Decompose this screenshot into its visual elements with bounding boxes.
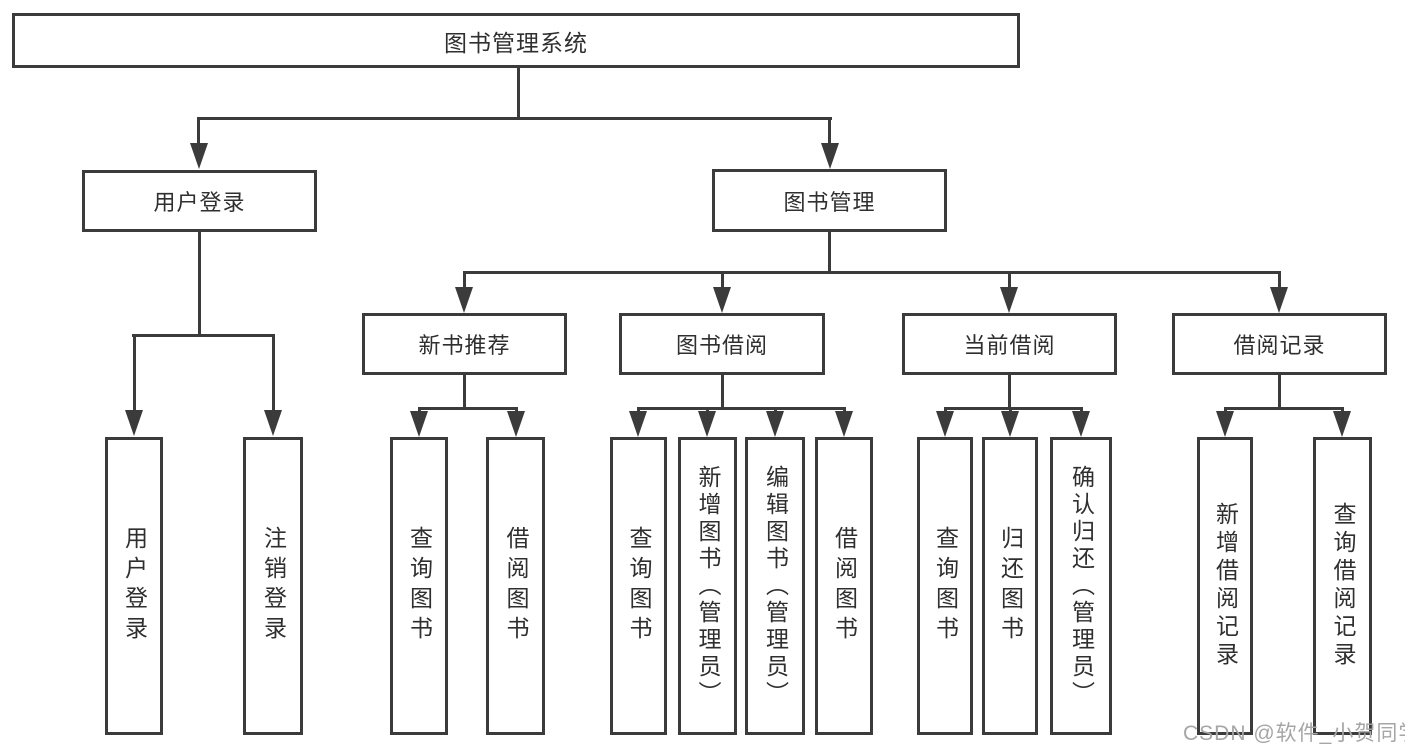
- connector-line: [418, 407, 421, 413]
- connector-line: [198, 230, 201, 336]
- arrow-down-icon: [190, 143, 208, 169]
- node-book-management: 图书管理: [712, 169, 947, 232]
- connector-line: [1278, 271, 1281, 289]
- arrow-down-icon: [1270, 287, 1288, 313]
- arrow-down-icon: [821, 143, 839, 169]
- node-new-book-recommend: 新书推荐: [362, 313, 567, 375]
- arrow-down-icon: [835, 411, 853, 437]
- connector-line: [463, 373, 466, 409]
- connector-line: [1278, 373, 1281, 409]
- connector-line: [721, 271, 724, 289]
- connector-line: [637, 407, 845, 410]
- node-leaf-br-query-record: 查询借阅记录: [1313, 437, 1372, 735]
- connector-line: [828, 230, 831, 273]
- connector-line: [197, 117, 200, 145]
- connector-line: [1008, 373, 1011, 409]
- connector-line: [1224, 407, 1344, 410]
- connector-line: [198, 117, 832, 120]
- arrow-down-icon: [713, 287, 731, 313]
- arrow-down-icon: [629, 411, 647, 437]
- node-leaf-logout: 注销登录: [243, 437, 303, 735]
- node-book-borrow: 图书借阅: [619, 313, 825, 375]
- connector-line: [133, 334, 136, 412]
- arrow-down-icon: [936, 411, 954, 437]
- arrow-down-icon: [125, 410, 143, 436]
- arrow-down-icon: [507, 411, 525, 437]
- arrow-down-icon: [264, 410, 282, 436]
- node-leaf-cb-return-books: 归还图书: [982, 437, 1038, 735]
- connector-line: [272, 334, 275, 412]
- connector-line: [944, 407, 1082, 410]
- arrow-down-icon: [1001, 411, 1019, 437]
- node-leaf-nb-query-books: 查询图书: [390, 437, 448, 735]
- node-leaf-cb-confirm-return-admin: 确认归还（管理员）: [1050, 437, 1112, 735]
- node-leaf-bb-query-books: 查询图书: [610, 437, 667, 735]
- node-current-borrow: 当前借阅: [902, 313, 1117, 375]
- connector-line: [721, 373, 724, 409]
- connector-line: [1008, 271, 1011, 289]
- node-borrow-record: 借阅记录: [1172, 313, 1387, 375]
- arrow-down-icon: [455, 287, 473, 313]
- connector-line: [515, 407, 518, 413]
- connector-line: [828, 117, 831, 145]
- connector-line: [1009, 407, 1012, 413]
- node-leaf-bb-edit-books-admin: 编辑图书（管理员）: [745, 437, 805, 735]
- arrow-down-icon: [1000, 287, 1018, 313]
- connector-line: [944, 407, 947, 413]
- arrow-down-icon: [410, 411, 428, 437]
- node-leaf-nb-borrow-books: 借阅图书: [486, 437, 545, 735]
- arrow-down-icon: [1072, 411, 1090, 437]
- node-root: 图书管理系统: [12, 13, 1020, 68]
- node-leaf-bb-borrow-books: 借阅图书: [815, 437, 873, 735]
- connector-line: [1080, 407, 1083, 413]
- connector-line: [132, 334, 274, 337]
- connector-line: [843, 407, 846, 413]
- connector-line: [1341, 407, 1344, 413]
- arrow-down-icon: [1216, 411, 1234, 437]
- connector-line: [706, 407, 709, 413]
- connector-line: [517, 66, 520, 119]
- watermark-text: CSDN @软件_小贺同学: [1183, 722, 1405, 745]
- node-leaf-br-add-record: 新增借阅记录: [1197, 437, 1253, 735]
- connector-line: [463, 271, 466, 289]
- connector-line: [774, 407, 777, 413]
- arrow-down-icon: [766, 411, 784, 437]
- arrow-down-icon: [1333, 411, 1351, 437]
- node-user-login: 用户登录: [82, 170, 317, 232]
- connector-line: [637, 407, 640, 413]
- arrow-down-icon: [698, 411, 716, 437]
- node-leaf-cb-query-books: 查询图书: [917, 437, 973, 735]
- connector-line: [418, 407, 517, 410]
- node-leaf-user-login: 用户登录: [105, 437, 163, 735]
- connector-line: [463, 271, 1280, 274]
- node-leaf-bb-add-books-admin: 新增图书（管理员）: [678, 437, 737, 735]
- connector-line: [1224, 407, 1227, 413]
